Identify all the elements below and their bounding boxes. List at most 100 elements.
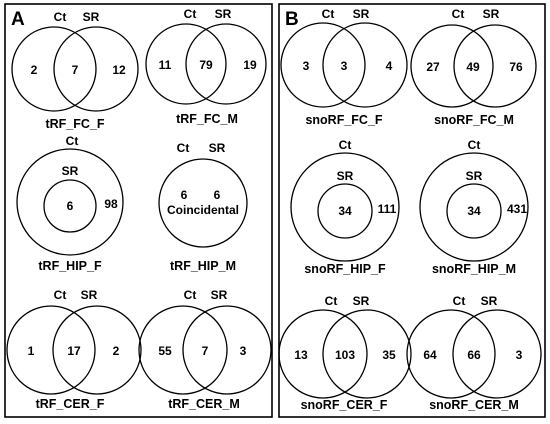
- only-a-count: 13: [294, 348, 308, 362]
- diagram-trf-cer-m: Ct SR 55 7 3 tRF_CER_M: [138, 288, 272, 411]
- only-b-count: 35: [382, 348, 396, 362]
- set-a-label: Ct: [452, 7, 465, 21]
- diagram-caption: snoRF_FC_F: [305, 113, 382, 127]
- outer-set-label: Ct: [66, 134, 79, 148]
- outer-set-label: Ct: [468, 138, 481, 152]
- inner-circle: [317, 183, 373, 239]
- intersection-count: 7: [202, 344, 209, 358]
- inner-count: 6: [67, 199, 74, 213]
- outer-circle: [16, 148, 124, 256]
- outer-count: 431: [507, 202, 527, 216]
- set-b-label: SR: [353, 7, 370, 21]
- circle-b: [452, 309, 542, 399]
- diagram-caption: snoRF_HIP_M: [432, 262, 516, 276]
- circle-b: [182, 305, 272, 395]
- circle-b: [322, 22, 408, 108]
- circle-b: [53, 26, 139, 112]
- only-b-count: 2: [113, 344, 120, 358]
- circle-a: [406, 309, 496, 399]
- panel-b-letter: B: [285, 9, 299, 30]
- diagram-caption: snoRF_CER_M: [429, 398, 519, 412]
- only-b-count: 76: [509, 60, 523, 74]
- intersection-count: 3: [341, 59, 348, 73]
- set-a-label: Ct: [54, 10, 67, 24]
- inner-set-label: SR: [62, 164, 79, 178]
- only-a-count: 3: [303, 59, 310, 73]
- outer-circle: [419, 152, 529, 262]
- only-a-count: 27: [426, 60, 440, 74]
- diagram-trf-fc-m: Ct SR 11 79 19 tRF_FC_M: [145, 7, 267, 126]
- outer-set-label: Ct: [339, 138, 352, 152]
- diagram-caption: tRF_FC_F: [45, 117, 104, 131]
- set-b-label: SR: [209, 141, 226, 155]
- inner-circle: [43, 179, 97, 233]
- diagram-snorf-fc-m: Ct SR 27 49 76 snoRF_FC_M: [410, 7, 537, 127]
- coincident-circle: [158, 158, 248, 248]
- circle-a: [6, 305, 96, 395]
- circle-a: [11, 26, 97, 112]
- inner-set-label: SR: [337, 169, 354, 183]
- diagram-snorf-cer-f: Ct SR 13 103 35 snoRF_CER_F: [278, 294, 412, 412]
- set-a-label: Ct: [322, 7, 335, 21]
- diagram-caption: tRF_HIP_F: [38, 259, 102, 273]
- diagram-trf-cer-f: Ct SR 1 17 2 tRF_CER_F: [6, 288, 142, 411]
- intersection-count: 66: [467, 348, 481, 362]
- only-b-count: 3: [240, 344, 247, 358]
- circle-a: [278, 309, 368, 399]
- diagram-trf-hip-f: Ct SR 6 98 tRF_HIP_F: [16, 134, 124, 273]
- only-a-count: 2: [31, 63, 38, 77]
- circle-a: [280, 22, 366, 108]
- only-a-count: 1: [28, 344, 35, 358]
- intersection-count: 7: [72, 63, 79, 77]
- set-b-label: SR: [481, 294, 498, 308]
- outer-count: 98: [104, 197, 118, 211]
- inner-count: 34: [338, 204, 352, 218]
- only-a-count: 64: [423, 348, 437, 362]
- inner-circle: [446, 183, 502, 239]
- panel-a-letter: A: [11, 9, 25, 30]
- set-a-label: Ct: [177, 141, 190, 155]
- circle-b: [185, 23, 267, 105]
- circle-b: [322, 309, 412, 399]
- intersection-count: 49: [466, 60, 480, 74]
- set-a-label: Ct: [325, 294, 338, 308]
- set-a-label: Ct: [453, 294, 466, 308]
- diagram-caption: tRF_HIP_M: [170, 259, 236, 273]
- diagram-caption: tRF_CER_F: [36, 397, 105, 411]
- circle-a: [138, 305, 228, 395]
- intersection-count: 79: [199, 58, 213, 72]
- set-b-label: SR: [81, 288, 98, 302]
- diagram-trf-fc-f: Ct SR 2 7 12 tRF_FC_F: [11, 10, 139, 131]
- only-a-count: 11: [159, 58, 172, 72]
- value-a: 6: [181, 188, 188, 202]
- outer-circle: [290, 152, 400, 262]
- inner-set-label: SR: [466, 169, 483, 183]
- only-b-count: 19: [243, 58, 257, 72]
- set-b-label: SR: [353, 294, 370, 308]
- set-b-label: SR: [211, 288, 228, 302]
- panel-a-frame: [4, 3, 273, 418]
- outer-count: 111: [378, 202, 397, 216]
- diagram-caption: snoRF_HIP_F: [304, 262, 386, 276]
- diagram-snorf-hip-m: Ct SR 34 431 snoRF_HIP_M: [419, 138, 529, 276]
- panel-b-frame: [278, 3, 546, 418]
- set-b-label: SR: [83, 10, 100, 24]
- diagram-trf-hip-m: Ct SR 6 6 Coincidental tRF_HIP_M: [158, 141, 248, 273]
- diagram-snorf-fc-f: Ct SR 3 3 4 snoRF_FC_F: [280, 7, 408, 127]
- panel-a: A Ct SR 2 7 12 tRF_FC_F Ct SR 11 79 19 t…: [4, 3, 273, 418]
- diagram-snorf-hip-f: Ct SR 34 111 snoRF_HIP_F: [290, 138, 400, 276]
- only-b-count: 3: [516, 348, 523, 362]
- set-a-label: Ct: [54, 288, 67, 302]
- set-b-label: SR: [483, 7, 500, 21]
- set-a-label: Ct: [184, 288, 197, 302]
- intersection-count: 17: [67, 344, 81, 358]
- only-b-count: 12: [112, 63, 126, 77]
- set-b-label: SR: [215, 7, 232, 21]
- circle-a: [410, 24, 494, 108]
- coincidental-note: Coincidental: [167, 203, 239, 217]
- diagram-caption: snoRF_FC_M: [434, 113, 514, 127]
- diagram-caption: snoRF_CER_F: [301, 398, 388, 412]
- circle-b: [453, 24, 537, 108]
